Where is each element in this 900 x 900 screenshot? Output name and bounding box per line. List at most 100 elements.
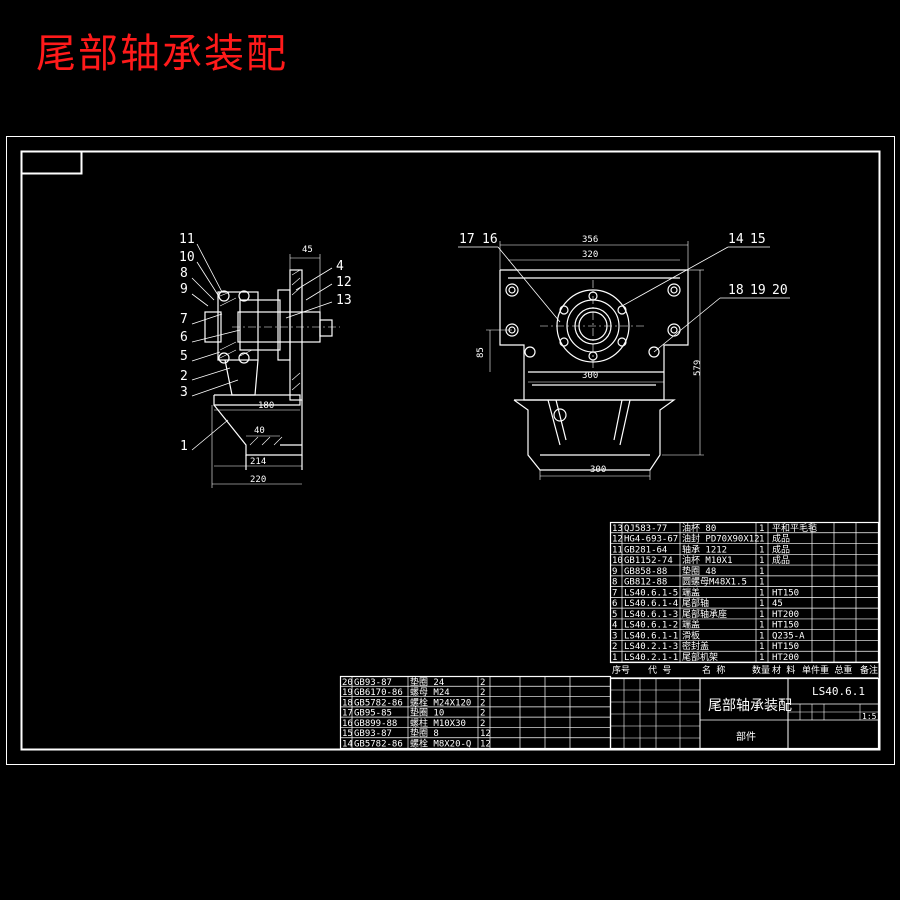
parts-row-code: LS40.6.1-5	[624, 588, 678, 598]
dim-300-lower: 300	[590, 465, 606, 475]
parts-row-qty: 1	[759, 631, 764, 641]
small-row-name: 螺柱 M10X30	[410, 717, 466, 729]
parts-row-no: 7	[612, 588, 617, 598]
dim-214: 214	[250, 457, 266, 467]
parts-row-material: HT150	[772, 621, 799, 631]
parts-row-qty: 1	[759, 588, 764, 598]
parts-header-qty: 数量	[752, 664, 770, 676]
callout-12: 12	[336, 275, 352, 290]
parts-row-qty: 1	[759, 545, 764, 555]
parts-header-remark: 备注	[860, 664, 878, 676]
parts-row-code: GB281-64	[624, 545, 667, 555]
callout-16: 16	[482, 232, 498, 247]
small-row-name: 垫圈 24	[410, 676, 444, 688]
front-view	[499, 269, 689, 471]
callout-5: 5	[180, 349, 188, 364]
small-row-qty: 2	[480, 678, 485, 688]
parts-header-name: 名 称	[702, 664, 725, 676]
callout-14: 14	[728, 232, 744, 247]
small-row-qty: 2	[480, 709, 485, 719]
parts-row-material: HT200	[772, 610, 799, 620]
parts-row-code: QJ583-77	[624, 524, 667, 534]
dim-220: 220	[250, 475, 266, 485]
front-view-leaders	[458, 246, 790, 353]
small-row-qty: 2	[480, 698, 485, 708]
dim-356: 356	[582, 235, 598, 245]
side-view-callouts: 11 10 8 9 7 6 5 2 3 1 4 12 13	[179, 232, 352, 454]
parts-row-name: 滑板	[682, 629, 700, 641]
side-view-dimensions	[211, 254, 321, 488]
parts-header-mat: 材 料	[772, 664, 795, 676]
title-block-drawing-no: LS40.6.1	[812, 685, 865, 698]
parts-row-material: HT200	[772, 653, 799, 663]
parts-row-code: LS40.6.1-2	[624, 621, 678, 631]
small-row-qty: 12	[480, 740, 491, 750]
parts-row-material: Q235-A	[772, 631, 805, 641]
parts-row-name: 油杯 80	[682, 522, 716, 534]
callout-4: 4	[336, 259, 344, 274]
callout-19: 19	[750, 283, 766, 298]
dim-579: 579	[693, 360, 703, 376]
small-row-name: 螺母 M24	[410, 687, 450, 698]
parts-row-name: 尾部轴	[682, 597, 709, 609]
small-row-no: 16	[342, 719, 353, 729]
small-row-code: GB5782-86	[354, 740, 403, 750]
parts-header-code: 代 号	[648, 665, 671, 676]
small-row-code: GB5782-86	[354, 698, 403, 708]
small-row-no: 20	[342, 678, 353, 688]
dim-40: 40	[254, 426, 265, 436]
parts-row-qty: 1	[759, 621, 764, 631]
title-block	[609, 677, 880, 750]
parts-row-no: 3	[612, 631, 617, 641]
parts-row-no: 5	[612, 610, 617, 620]
front-view-dimensions	[486, 241, 704, 480]
small-row-code: GB93-87	[354, 729, 392, 739]
parts-row-name: 圆螺母M48X1.5	[682, 577, 747, 588]
front-view-callouts: 17 16 14 15 18 19 20	[459, 232, 788, 298]
parts-row-qty: 1	[759, 610, 764, 620]
parts-row-name: 端盖	[682, 619, 700, 631]
parts-row-qty: 1	[759, 567, 764, 577]
drawing-title: 尾部轴承装配	[36, 31, 288, 77]
parts-row-no: 10	[612, 556, 623, 566]
parts-row-material: 成品	[772, 533, 790, 545]
parts-row-name: 尾部机架	[682, 651, 718, 663]
small-row-name: 垫圈 10	[410, 707, 444, 719]
parts-row-code: LS40.6.1-3	[624, 610, 678, 620]
callout-7: 7	[180, 312, 188, 327]
parts-row-name: 轴承 1212	[682, 543, 727, 555]
small-row-code: GB6170-86	[354, 688, 403, 698]
small-row-no: 15	[342, 729, 353, 739]
parts-row-no: 8	[612, 578, 617, 588]
parts-row-qty: 1	[759, 535, 764, 545]
small-row-name: 垫圈 8	[410, 727, 439, 739]
callout-2: 2	[180, 369, 188, 384]
parts-row-qty: 1	[759, 642, 764, 652]
small-row-no: 14	[342, 740, 353, 750]
small-row-no: 18	[342, 698, 353, 708]
parts-row-no: 12	[612, 535, 623, 545]
parts-row-name: 尾部轴承座	[682, 608, 727, 620]
dim-320: 320	[582, 250, 598, 260]
corner-box	[20, 150, 83, 175]
callout-9: 9	[180, 282, 188, 297]
parts-row-no: 4	[612, 621, 617, 631]
inner-frame	[20, 150, 881, 751]
parts-row-code: LS40.6.1-4	[624, 599, 678, 609]
parts-row-no: 13	[612, 524, 623, 534]
callout-6: 6	[180, 330, 188, 345]
callout-18: 18	[728, 283, 744, 298]
callout-3: 3	[180, 385, 188, 400]
parts-row-material: 成品	[772, 543, 790, 555]
title-block-scale: 1:5	[862, 712, 877, 721]
small-row-code: GB95-85	[354, 709, 392, 719]
parts-row-material: 45	[772, 599, 783, 609]
small-row-no: 19	[342, 688, 353, 698]
title-block-name: 尾部轴承装配	[708, 698, 792, 714]
parts-row-material: HT150	[772, 642, 799, 652]
parts-row-name: 端盖	[682, 586, 700, 598]
parts-row-code: GB812-88	[624, 578, 667, 588]
parts-header-no: 序号	[612, 664, 630, 676]
